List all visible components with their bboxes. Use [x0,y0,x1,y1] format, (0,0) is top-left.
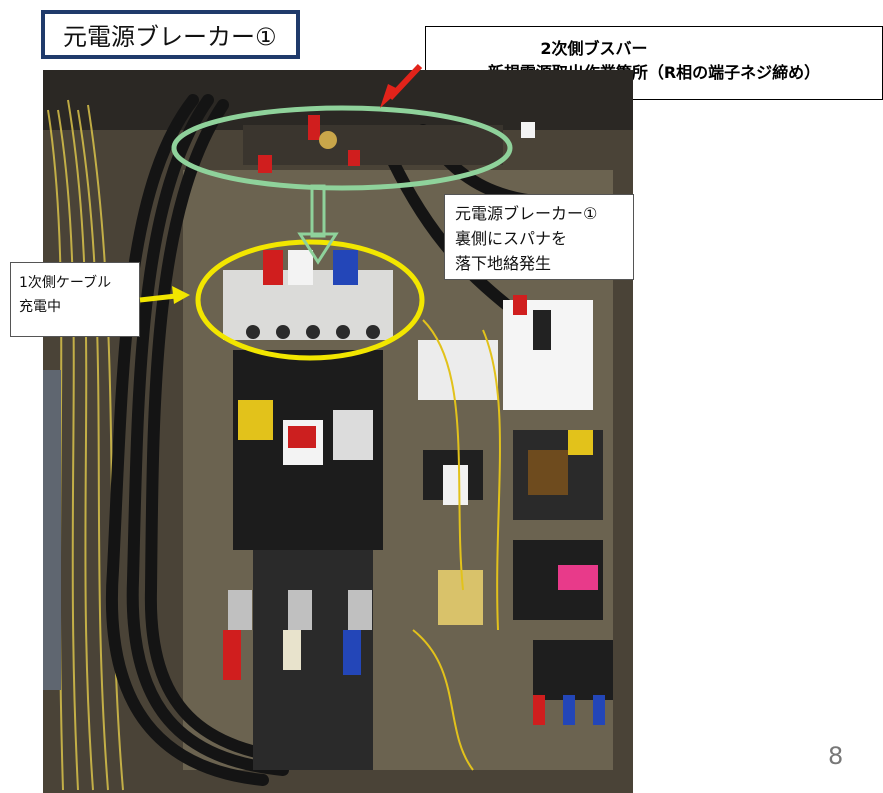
panel-photo-illustration [43,70,633,793]
callout-primary-line2: 充電中 [19,299,61,315]
slide-title: 元電源ブレーカー① [41,10,300,59]
slide-title-text: 元電源ブレーカー① [63,23,277,51]
callout-spanner-fall: 元電源ブレーカー① 裏側にスパナを 落下地絡発生 [444,194,634,280]
callout-spanner-line3: 落下地絡発生 [455,254,552,273]
distribution-panel-photo [43,70,633,793]
callout-spanner-line1: 元電源ブレーカー① [455,204,598,223]
callout-primary-cable: 1次側ケーブル 充電中 [10,262,140,337]
callout-primary-line1: 1次側ケーブル [19,275,112,291]
page-number: 8 [828,742,844,770]
callout-spanner-line2: 裏側にスパナを [455,229,568,248]
callout-busbar-line1: 2次側ブスバー [540,39,648,58]
